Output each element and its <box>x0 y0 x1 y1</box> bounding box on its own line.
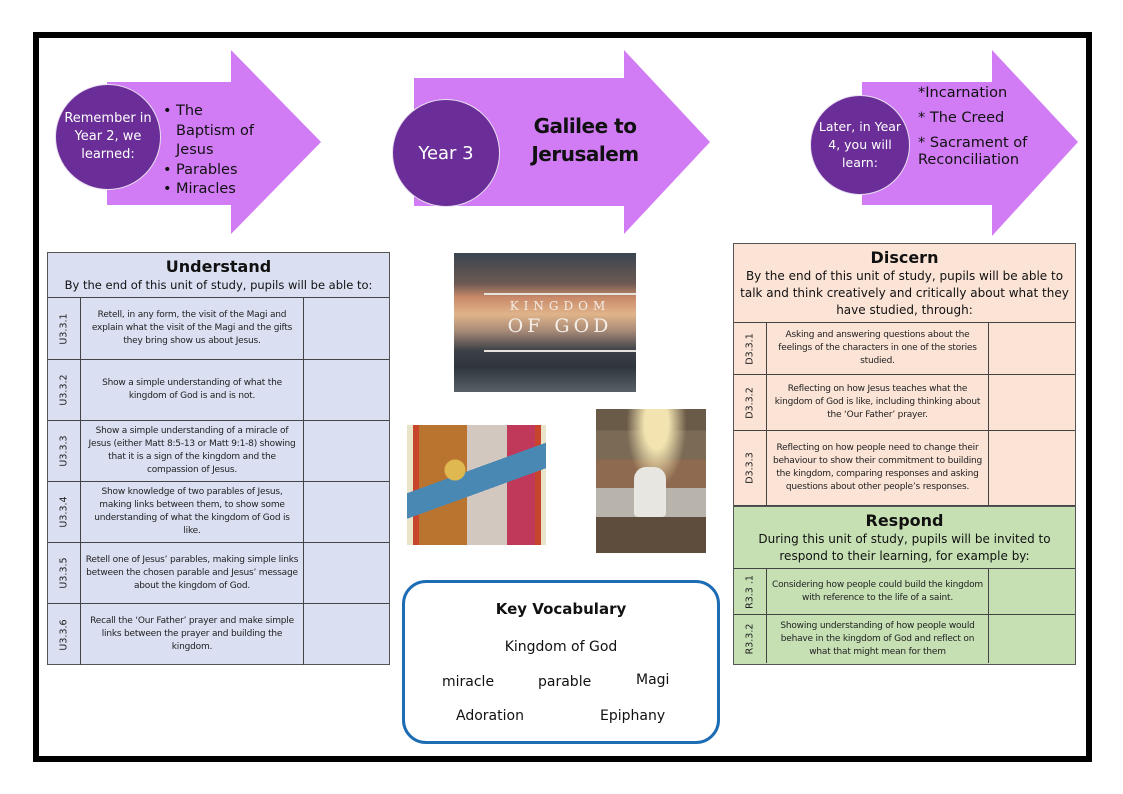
table-row: R3.3 .1 Considering how people could bui… <box>734 569 1075 615</box>
table-row: U3.3.6 Recall the ‘Our Father’ prayer an… <box>48 604 389 665</box>
discern-header: Discern By the end of this unit of study… <box>734 244 1075 323</box>
objective-text: Retell, in any form, the visit of the Ma… <box>81 298 304 359</box>
table-row: U3.3.2 Show a simple understanding of wh… <box>48 360 389 421</box>
vocabulary-word: Epiphany <box>600 708 666 724</box>
objective-text: Show knowledge of two parables of Jesus,… <box>81 482 304 542</box>
future-learning-arrow: Later, in Year 4, you will learn: *Incar… <box>810 50 1085 240</box>
table-row: D3.3.1 Asking and answering questions ab… <box>734 323 1075 375</box>
unit-title: Galilee to Jerusalem <box>531 114 639 166</box>
objective-text: Retell one of Jesus’ parables, making si… <box>81 543 304 603</box>
current-unit-arrow: Year 3 Galilee to Jerusalem <box>392 50 712 240</box>
arrow-shape <box>862 50 1078 236</box>
arrow-shape <box>414 50 710 234</box>
previous-learning-circle: Remember in Year 2, we learned: <box>55 84 161 190</box>
objective-text: Show a simple understanding of what the … <box>81 360 304 420</box>
assessment-cell[interactable] <box>304 543 389 603</box>
objective-text: Asking and answering questions about the… <box>767 323 989 374</box>
kingdom-of-god-image: KINGDOM OF GOD <box>454 253 636 392</box>
divider-line <box>484 293 636 295</box>
objective-code: U3.3.4 <box>48 482 81 542</box>
future-learning-circle: Later, in Year 4, you will learn: <box>810 95 910 195</box>
assessment-cell[interactable] <box>989 323 1075 374</box>
table-row: U3.3.5 Retell one of Jesus’ parables, ma… <box>48 543 389 604</box>
figure-shape <box>634 467 666 517</box>
objective-text: Reflecting on how people need to change … <box>767 431 989 505</box>
year-circle: Year 3 <box>392 99 500 207</box>
objective-code: R3.3 .1 <box>734 569 767 614</box>
objective-code: U3.3.2 <box>48 360 81 420</box>
list-item: The Baptism of Jesus <box>163 102 258 161</box>
vocabulary-word: Magi <box>636 672 670 688</box>
list-item: Miracles <box>163 180 258 200</box>
objective-code: U3.3.1 <box>48 298 81 359</box>
discern-intro: By the end of this unit of study, pupils… <box>740 269 1069 317</box>
assessment-cell[interactable] <box>304 604 389 665</box>
respond-header: Respond During this unit of study, pupil… <box>734 507 1075 569</box>
understand-title: Understand <box>165 257 272 276</box>
table-row: U3.3.1 Retell, in any form, the visit of… <box>48 298 389 360</box>
objective-text: Recall the ‘Our Father’ prayer and make … <box>81 604 304 665</box>
understand-table: Understand By the end of this unit of st… <box>47 252 390 665</box>
assessment-cell[interactable] <box>304 482 389 542</box>
previous-learning-arrow: Remember in Year 2, we learned: The Bapt… <box>55 50 325 240</box>
respond-title: Respond <box>865 511 944 530</box>
respond-table: Respond During this unit of study, pupil… <box>733 506 1076 665</box>
page-border <box>33 32 1092 762</box>
assessment-cell[interactable] <box>989 431 1075 505</box>
objective-text: Considering how people could build the k… <box>767 569 989 614</box>
table-row: U3.3.4 Show knowledge of two parables of… <box>48 482 389 543</box>
respond-intro: During this unit of study, pupils will b… <box>758 532 1051 563</box>
assessment-cell[interactable] <box>304 298 389 359</box>
discern-title: Discern <box>870 248 939 267</box>
objective-code: U3.3.5 <box>48 543 81 603</box>
table-row: R3.3.2 Showing understanding of how peop… <box>734 615 1075 663</box>
objective-code: U3.3.6 <box>48 604 81 665</box>
objective-text: Showing understanding of how people woul… <box>767 615 989 663</box>
key-vocabulary-box: Key Vocabulary Kingdom of God miracle pa… <box>402 580 720 744</box>
list-item: * Sacrament of Reconciliation <box>918 135 1028 168</box>
objective-code: U3.3.3 <box>48 421 81 481</box>
previous-learning-list: The Baptism of Jesus Parables Miracles <box>163 102 258 200</box>
understand-intro: By the end of this unit of study, pupils… <box>64 278 373 292</box>
objective-text: Reflecting on how Jesus teaches what the… <box>767 375 989 430</box>
objective-code: D3.3.2 <box>734 375 767 430</box>
discern-table: Discern By the end of this unit of study… <box>733 243 1076 506</box>
understand-header: Understand By the end of this unit of st… <box>48 253 389 298</box>
assessment-cell[interactable] <box>989 569 1075 614</box>
assessment-cell[interactable] <box>989 375 1075 430</box>
vocabulary-word: Kingdom of God <box>504 639 618 655</box>
list-item: * The Creed <box>918 110 1005 126</box>
vocabulary-word: parable <box>538 674 592 690</box>
table-row: D3.3.3 Reflecting on how people need to … <box>734 431 1075 506</box>
objective-code: D3.3.3 <box>734 431 767 505</box>
assessment-cell[interactable] <box>304 360 389 420</box>
objective-code: R3.3.2 <box>734 615 767 663</box>
vocabulary-word: miracle <box>442 674 495 690</box>
healing-paralytic-image <box>596 409 706 553</box>
list-item: *Incarnation <box>918 85 1008 101</box>
assessment-cell[interactable] <box>989 615 1075 663</box>
objective-text: Show a simple understanding of a miracle… <box>81 421 304 481</box>
table-row: U3.3.3 Show a simple understanding of a … <box>48 421 389 482</box>
miracle-painting-image <box>407 425 546 545</box>
future-learning-list: *Incarnation * The Creed * Sacrament of … <box>918 85 1058 177</box>
vocabulary-word: Adoration <box>456 708 524 724</box>
objective-code: D3.3.1 <box>734 323 767 374</box>
vocabulary-title: Key Vocabulary <box>495 600 627 618</box>
table-row: D3.3.2 Reflecting on how Jesus teaches w… <box>734 375 1075 431</box>
assessment-cell[interactable] <box>304 421 389 481</box>
list-item: Parables <box>163 161 258 181</box>
divider-line <box>484 350 636 352</box>
